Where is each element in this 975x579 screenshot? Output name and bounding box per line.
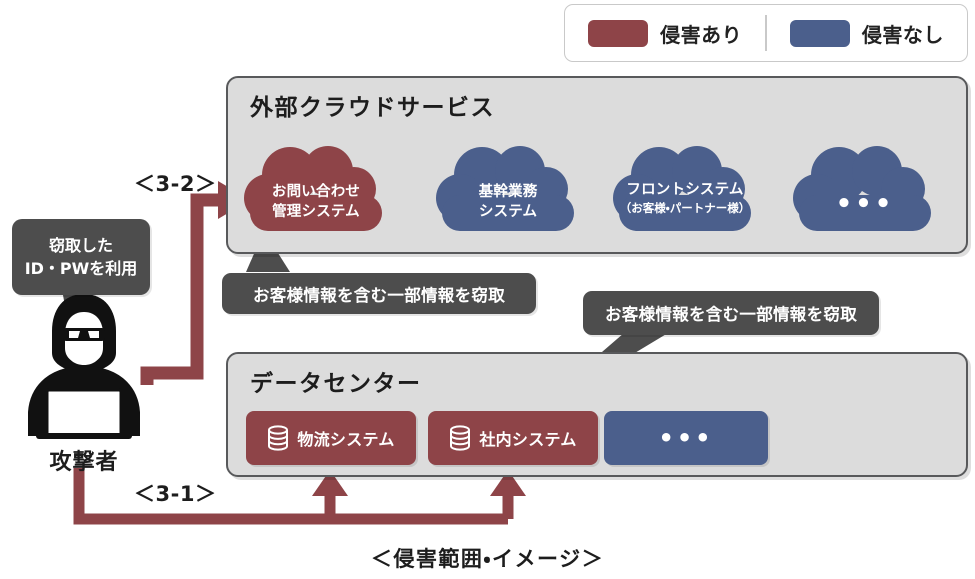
legend-divider xyxy=(765,15,767,51)
dc-node-label: 物流システム xyxy=(297,430,395,449)
cloud-node-ellipsis: ••• xyxy=(835,189,895,219)
database-icon xyxy=(268,425,289,451)
dc-node-ellipsis: ••• xyxy=(658,424,714,452)
callout-datacenter-data-theft: お客様情報を含む一部情報を窃取 xyxy=(583,291,879,335)
cloud-shape-icon xyxy=(244,146,382,231)
cloud-shape-icon xyxy=(793,146,931,231)
speech-line-2: ID・PWを利用 xyxy=(24,259,138,278)
arrow-step-3-1 xyxy=(73,468,526,525)
cloud-node-more[interactable]: ••• xyxy=(785,143,945,243)
legend-swatch-breached xyxy=(588,19,649,47)
callout-cloud-data-theft: お客様情報を含む一部情報を窃取 xyxy=(222,273,536,314)
cloud-node-core-business[interactable]: 基幹業務 システム xyxy=(428,143,588,243)
attacker-speech-bubble: 窃取した ID・PWを利用 xyxy=(12,219,150,295)
step-label-3-1: ＜3-1＞ xyxy=(134,482,217,506)
speech-line-1: 窃取した xyxy=(48,235,113,255)
cloud-node-front-system[interactable]: フロントシステム （お客様・パートナー様） xyxy=(605,143,765,243)
legend-label-not-breached: 侵害なし xyxy=(861,22,944,47)
cloud-shape-icon xyxy=(436,146,574,231)
dc-node-internal-system[interactable]: 社内システム xyxy=(428,411,598,465)
step-label-3-2: ＜3-2＞ xyxy=(134,172,217,196)
legend-label-breached: 侵害あり xyxy=(660,22,743,47)
legend-swatch-not-breached xyxy=(789,19,850,47)
dc-node-logistics-system[interactable]: 物流システム xyxy=(246,411,416,465)
dc-node-label: 社内システム xyxy=(479,430,577,449)
attacker-label: 攻撃者 xyxy=(49,450,119,475)
legend-item-not-breached: 侵害なし xyxy=(767,5,967,61)
external-cloud-service-title: 外部クラウドサービス xyxy=(250,95,495,121)
dc-node-more[interactable]: ••• xyxy=(604,411,768,465)
cloud-node-inquiry-management[interactable]: お問い合わせ 管理システム xyxy=(236,143,396,243)
legend: 侵害あり 侵害なし xyxy=(564,4,968,62)
diagram-caption: ＜侵害範囲・イメージ＞ xyxy=(370,547,605,571)
legend-item-breached: 侵害あり xyxy=(565,5,765,61)
data-center-title: データセンター xyxy=(250,371,422,397)
cloud-shape-icon xyxy=(613,146,751,231)
database-icon xyxy=(450,425,471,451)
attacker-icon xyxy=(28,294,140,439)
